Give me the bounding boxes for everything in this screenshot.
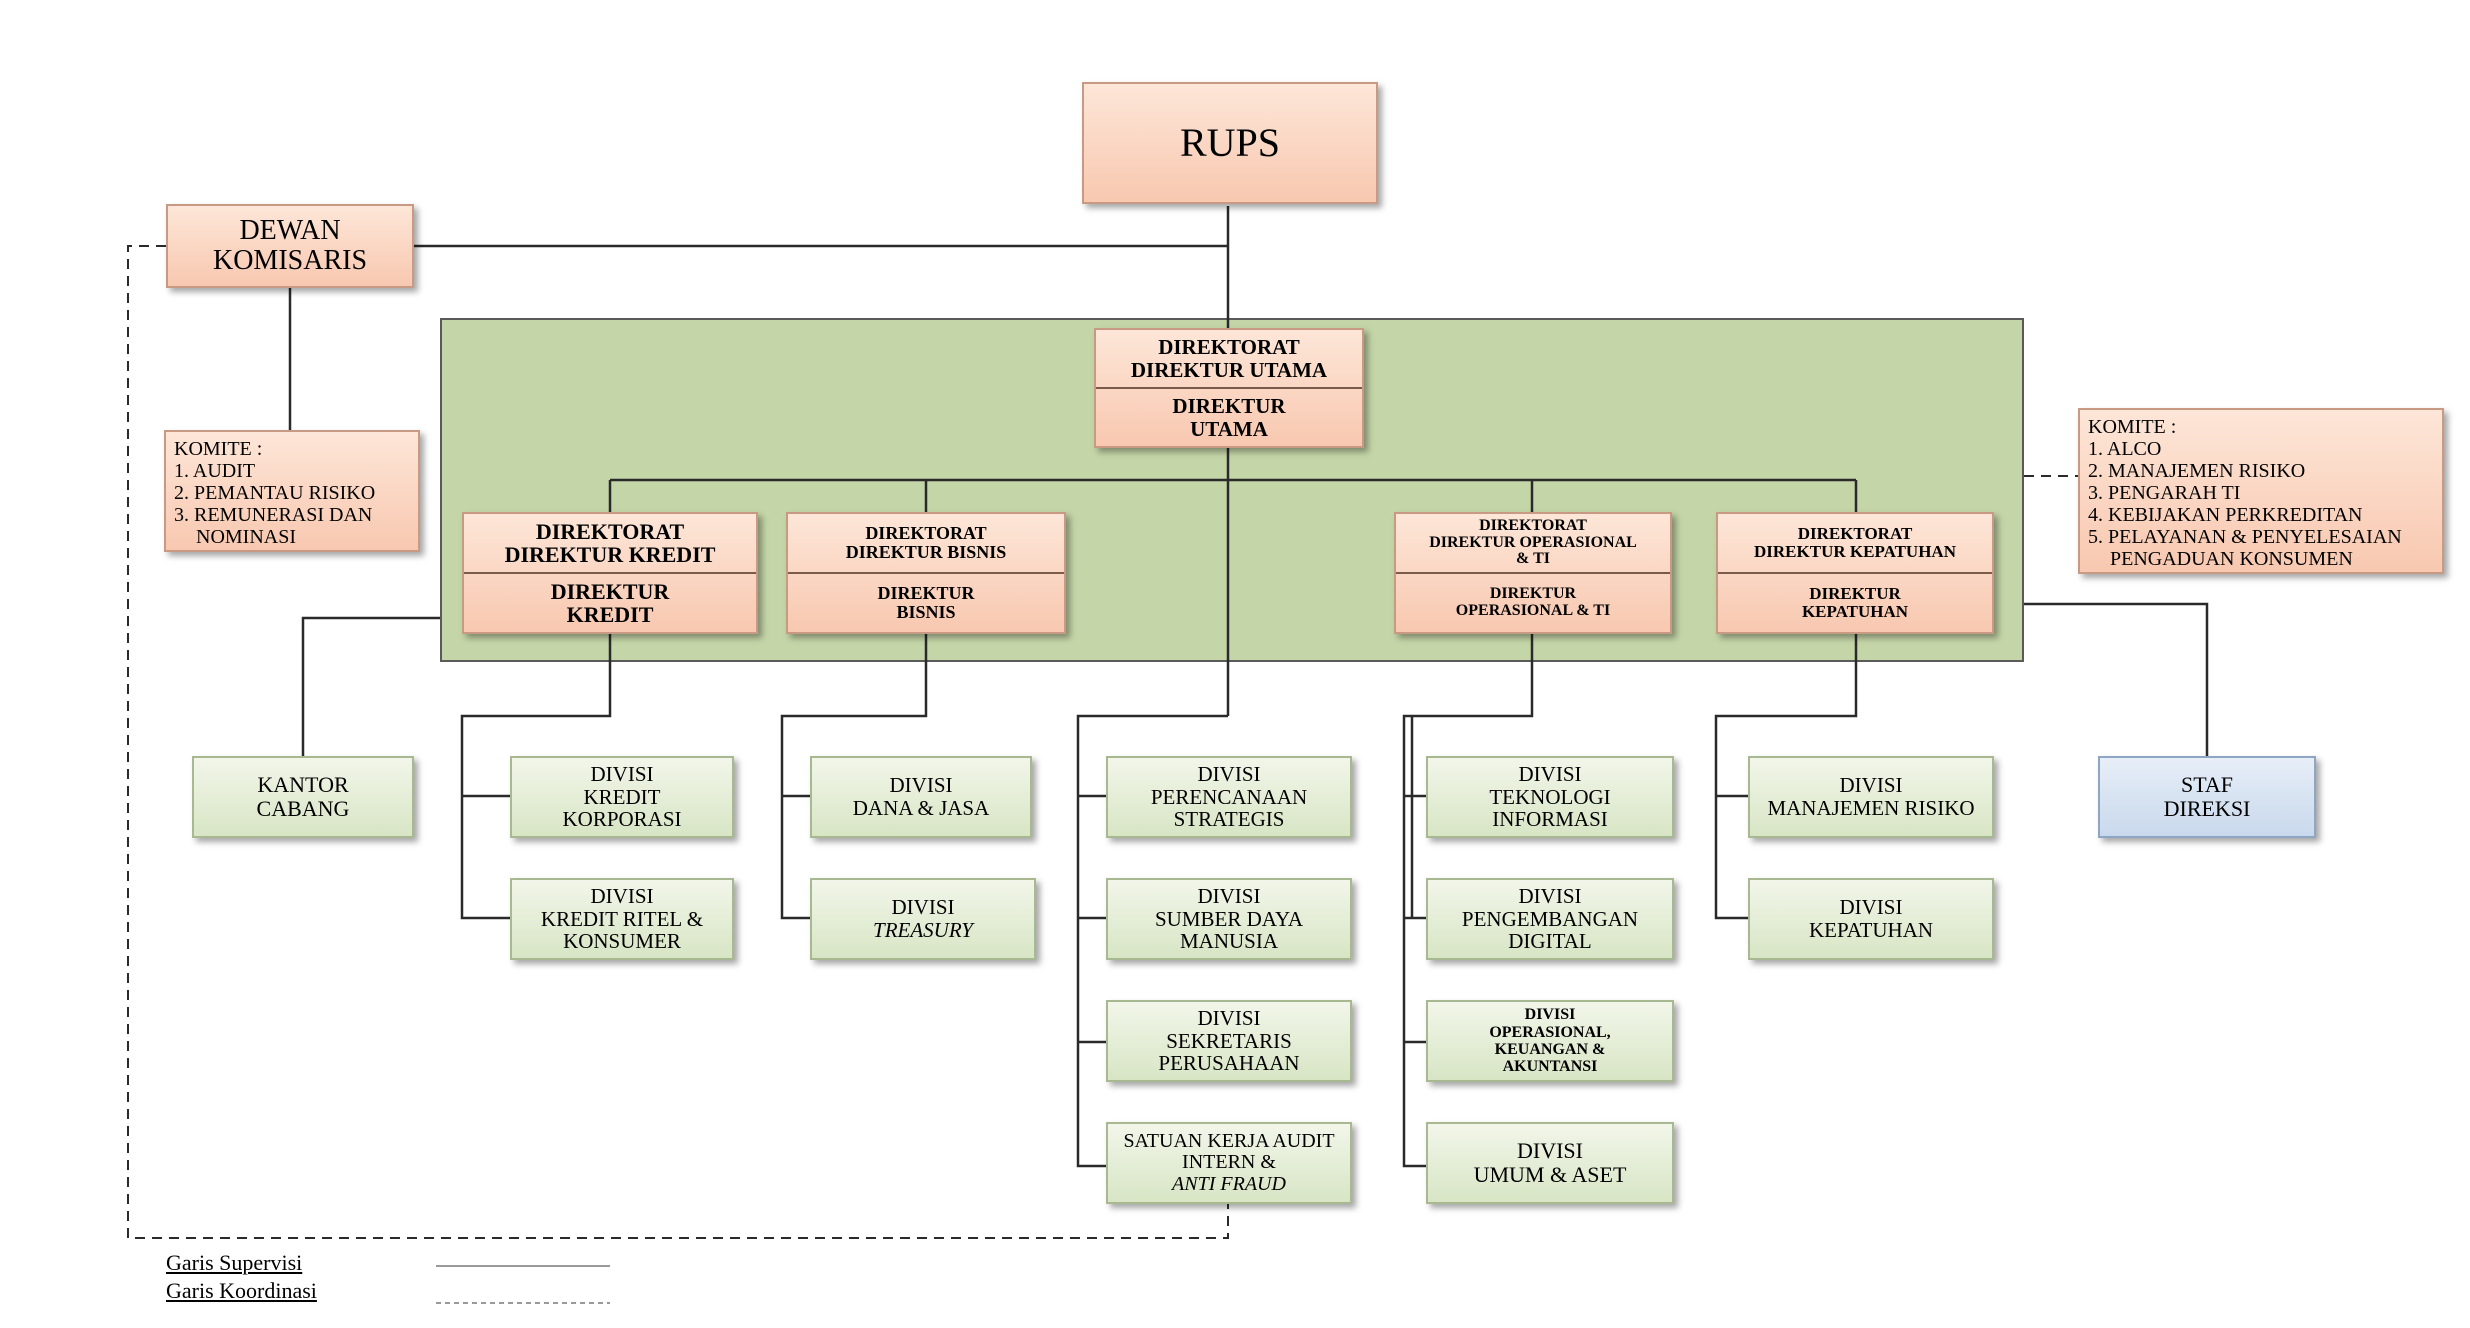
komite-left-title: KOMITE : [174,438,263,460]
direktur-kepatuhan-label: DIREKTUR KEPATUHAN [1801,584,1909,621]
komite-left-item: 2. PEMANTAU RISIKO [174,482,376,504]
komite-left-item: 1. AUDIT [174,460,256,482]
komite-right-item: 3. PENGARAH TI [2088,482,2241,504]
direktorat-kepatuhan-title: DIREKTORAT DIREKTUR KEPATUHAN [1718,514,1992,574]
skai-box: SATUAN KERJA AUDIT INTERN & ANTI FRAUD [1106,1122,1352,1204]
komite-left-item: 3. REMUNERASI DAN [174,504,373,526]
kantor-cabang-line [301,616,440,756]
direktorat-utama-title: DIREKTORAT DIREKTUR UTAMA [1096,330,1362,389]
staf-direksi-line [2024,602,2209,756]
direktorat-operasional-box: DIREKTORAT DIREKTUR OPERASIONAL & TI DIR… [1394,512,1672,634]
komite-right-item: 2. MANAJEMEN RISIKO [2088,460,2306,482]
divisi-digital-box: DIVISI PENGEMBANGAN DIGITAL [1426,878,1674,960]
komite-right-title: KOMITE : [2088,416,2177,438]
direktorat-kredit-box: DIREKTORAT DIREKTUR KREDIT DIREKTUR KRED… [462,512,758,634]
direktorat-bisnis-box: DIREKTORAT DIREKTUR BISNIS DIREKTUR BISN… [786,512,1066,634]
divisi-perencanaan-box: DIVISI PERENCANAAN STRATEGIS [1106,756,1352,838]
direktorat-utama-box: DIREKTORAT DIREKTUR UTAMA DIREKTUR UTAMA [1094,328,1364,448]
divisi-treasury-label: DIVISI [891,895,955,920]
skai-anti-fraud: ANTI FRAUD [1172,1172,1286,1195]
komite-right-item: PENGADUAN KONSUMEN [2110,548,2353,570]
divisi-kredit-korporasi-box: DIVISI KREDIT KORPORASI [510,756,734,838]
direktorat-kepatuhan-box: DIREKTORAT DIREKTUR KEPATUHAN DIREKTUR K… [1716,512,1994,634]
direktur-operasional-label: DIREKTUR OPERASIONAL & TI [1455,585,1611,619]
direktorat-kredit-title: DIREKTORAT DIREKTUR KREDIT [464,514,756,574]
skai-label: SATUAN KERJA AUDIT INTERN & [1123,1129,1335,1174]
divisi-kepatuhan-box: DIVISI KEPATUHAN [1748,878,1994,960]
divisi-sdm-box: DIVISI SUMBER DAYA MANUSIA [1106,878,1352,960]
komite-left-box: KOMITE : 1. AUDIT 2. PEMANTAU RISIKO 3. … [164,430,420,552]
divisi-sekretaris-box: DIVISI SEKRETARIS PERUSAHAAN [1106,1000,1352,1082]
legend-supervisi: Garis Supervisi [166,1250,303,1275]
rups-box: RUPS [1082,82,1378,204]
direktorat-operasional-title: DIREKTORAT DIREKTUR OPERASIONAL & TI [1396,514,1670,574]
divisi-treasury-name: TREASURY [873,918,973,942]
kantor-cabang-box: KANTOR CABANG [192,756,414,838]
divisi-manajemen-risiko-box: DIVISI MANAJEMEN RISIKO [1748,756,1994,838]
divisi-kredit-ritel-box: DIVISI KREDIT RITEL & KONSUMER [510,878,734,960]
dewan-komisaris-box: DEWAN KOMISARIS [166,204,414,288]
staf-direksi-box: STAF DIREKSI [2098,756,2316,838]
direktur-bisnis-label: DIREKTUR BISNIS [877,583,975,622]
komite-right-item: 4. KEBIJAKAN PERKREDITAN [2088,504,2363,526]
direktur-utama-label: DIREKTUR UTAMA [1172,394,1286,441]
divisi-teknologi-box: DIVISI TEKNOLOGI INFORMASI [1426,756,1674,838]
direktur-kredit-label: DIREKTUR KREDIT [550,578,670,627]
legend-koordinasi: Garis Koordinasi [166,1278,317,1303]
direktorat-bisnis-title: DIREKTORAT DIREKTUR BISNIS [788,514,1064,574]
koordinasi-left-dashed [127,245,1229,1239]
divisi-umum-aset-box: DIVISI UMUM & ASET [1426,1122,1674,1204]
komite-right-box: KOMITE : 1. ALCO 2. MANAJEMEN RISIKO 3. … [2078,408,2444,574]
komite-right-item: 1. ALCO [2088,438,2162,460]
divisi-operasional-keuangan-box: DIVISI OPERASIONAL, KEUANGAN & AKUNTANSI [1426,1000,1674,1082]
komite-left-item: NOMINASI [196,526,296,548]
komite-right-item: 5. PELAYANAN & PENYELESAIAN [2088,526,2402,548]
divisi-dana-jasa-box: DIVISI DANA & JASA [810,756,1032,838]
divisi-treasury-box: DIVISI TREASURY [810,878,1036,960]
